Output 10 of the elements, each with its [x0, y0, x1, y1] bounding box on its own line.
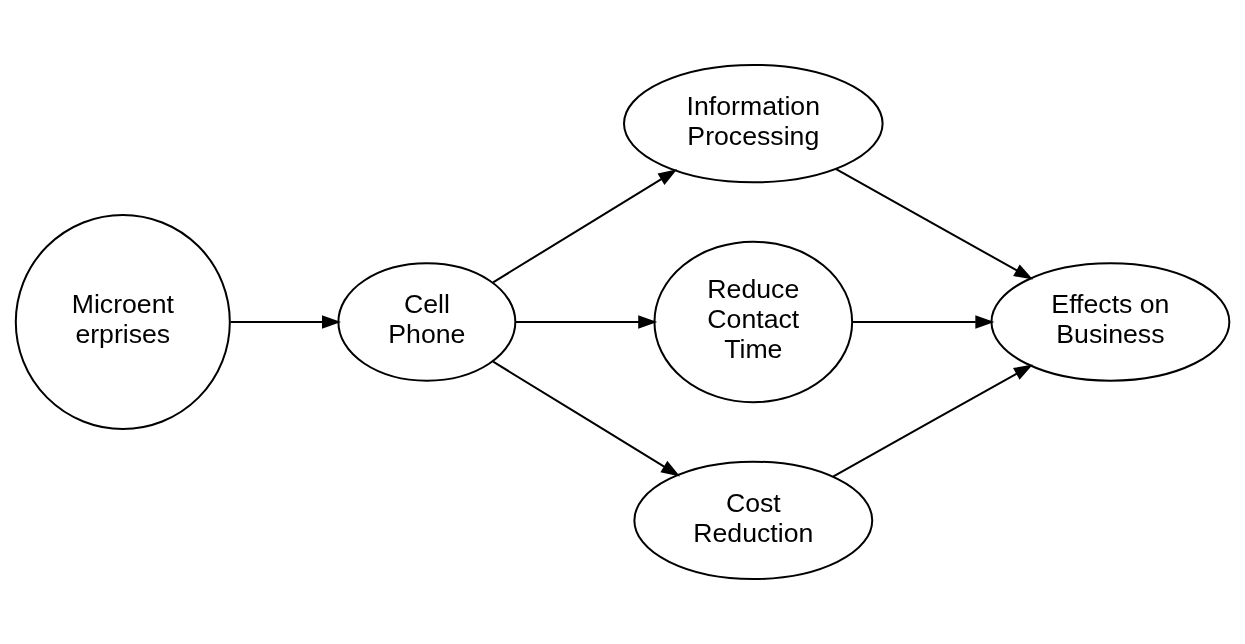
node-ellipse: Reduce Contact Time — [653, 240, 854, 404]
arrow — [851, 315, 995, 329]
arrow — [832, 364, 1033, 478]
node-ellipse: Cell Phone — [337, 262, 517, 382]
arrow — [229, 315, 341, 329]
arrow — [492, 169, 678, 284]
node-circle: Microent erprises — [14, 214, 231, 430]
arrow — [514, 315, 658, 329]
arrow — [835, 168, 1034, 280]
arrow — [492, 360, 681, 477]
